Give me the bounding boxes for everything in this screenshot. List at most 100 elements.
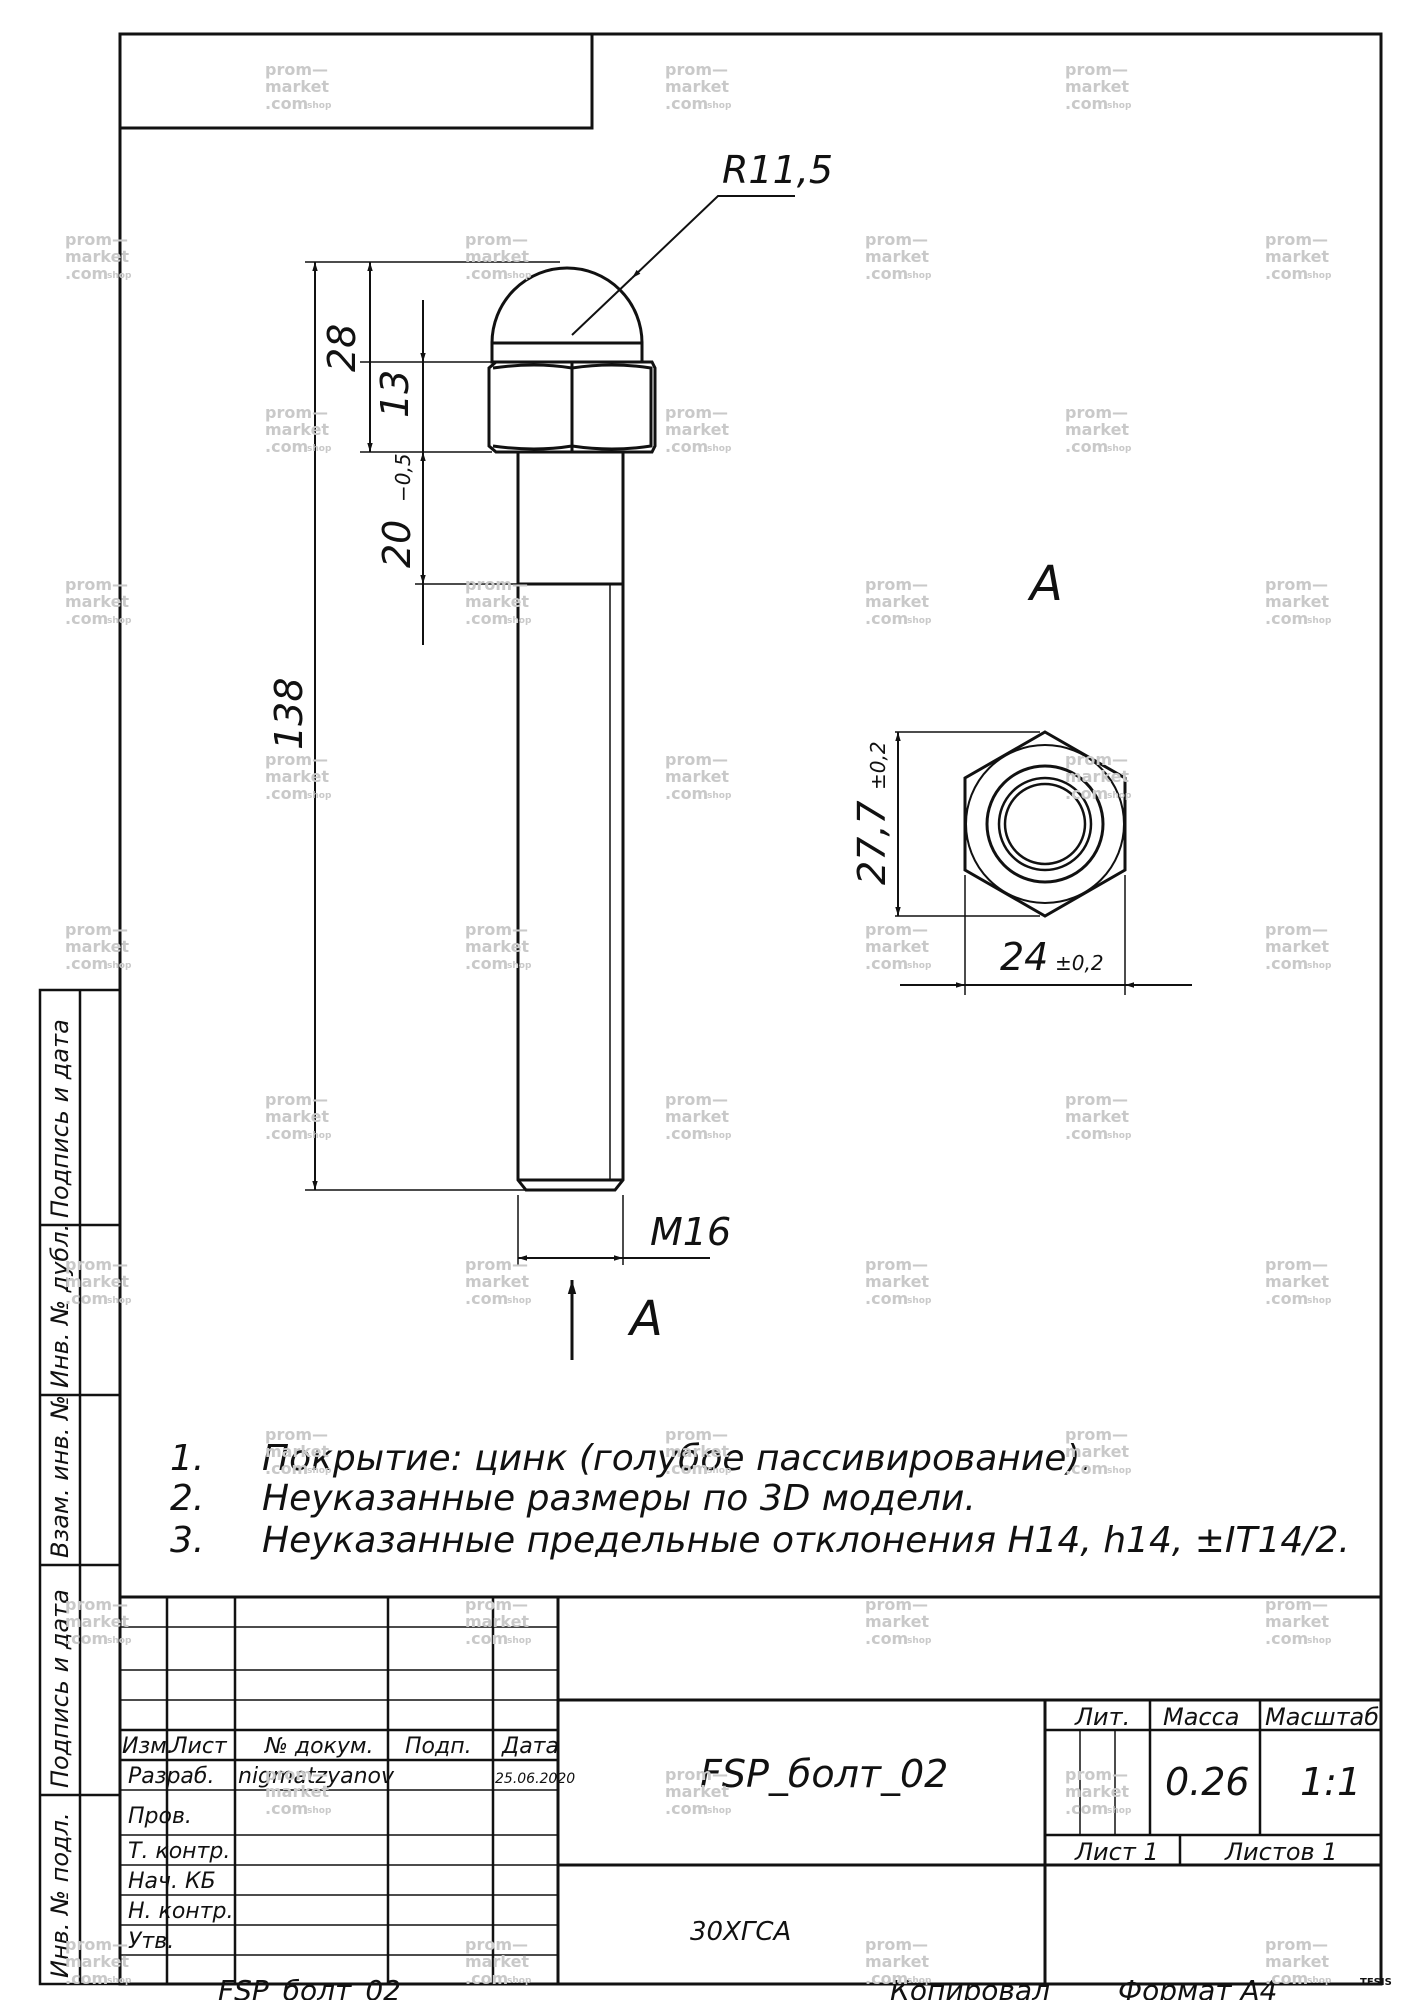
watermark-text: prom— <box>865 230 928 249</box>
view-label: A <box>1027 556 1063 612</box>
watermark-suffix: shop <box>507 1976 532 1986</box>
watermark-suffix: shop <box>1107 1131 1132 1141</box>
watermark-text: .com <box>65 609 108 628</box>
watermark-text: prom— <box>1265 920 1328 939</box>
watermark-layer: prom—market.comshopprom—market.comshoppr… <box>65 60 1332 1988</box>
watermark-text: prom— <box>265 750 328 769</box>
thread-outer-circle <box>997 776 1093 872</box>
watermark-text: prom— <box>665 1425 728 1444</box>
sheet-frame <box>118 32 1383 1986</box>
dim-28: 28 <box>320 324 364 372</box>
watermark-suffix: shop <box>707 101 732 111</box>
watermark-text: prom— <box>1265 230 1328 249</box>
watermark-suffix: shop <box>1107 1466 1132 1476</box>
watermark-text: market <box>665 767 729 786</box>
watermark-text: .com <box>1265 1289 1308 1308</box>
watermark-text: .com <box>65 1289 108 1308</box>
watermark-text: market <box>865 247 929 266</box>
watermark-text: .com <box>265 1459 308 1478</box>
watermark-text: .com <box>665 1124 708 1143</box>
watermark-text: market <box>65 592 129 611</box>
watermark-suffix: shop <box>1107 1806 1132 1816</box>
watermark-text: market <box>1065 767 1129 786</box>
watermark-text: market <box>865 1952 929 1971</box>
watermark-suffix: shop <box>1107 444 1132 454</box>
watermark-text: market <box>265 1782 329 1801</box>
footer: FSP_болт_02 Копировал Формат А4 TESIS <box>218 1974 1392 2000</box>
watermark-text: .com <box>1265 609 1308 628</box>
dim-24-tol: ±0,2 <box>1055 951 1104 975</box>
watermark-text: .com <box>665 1459 708 1478</box>
cap-dome <box>490 266 644 344</box>
watermark-text: prom— <box>265 1765 328 1784</box>
watermark-suffix: shop <box>107 961 132 971</box>
watermark-text: .com <box>265 784 308 803</box>
view-a-dimensions <box>895 731 1192 995</box>
watermark-suffix: shop <box>507 1296 532 1306</box>
note-1-number: 1. <box>170 1438 204 1479</box>
side-label-sign-date-2: Подпись и дата <box>46 1589 74 1788</box>
watermark-suffix: shop <box>107 1976 132 1986</box>
watermark-text: prom— <box>465 1935 528 1954</box>
watermark-text: .com <box>1065 1124 1108 1143</box>
row-t-kontr: Т. контр. <box>128 1839 230 1864</box>
watermark-text: market <box>1265 592 1329 611</box>
watermark-text: prom— <box>265 60 328 79</box>
watermark-suffix: shop <box>907 616 932 626</box>
watermark-text: .com <box>265 1124 308 1143</box>
watermark-suffix: shop <box>507 271 532 281</box>
watermark-text: .com <box>465 264 508 283</box>
extension-lines <box>305 261 624 1265</box>
watermark-text: market <box>865 1612 929 1631</box>
watermark-text: prom— <box>65 230 128 249</box>
watermark-suffix: shop <box>307 1466 332 1476</box>
watermark-text: market <box>665 1107 729 1126</box>
watermark-text: .com <box>865 264 908 283</box>
watermark-text: .com <box>865 954 908 973</box>
watermark-suffix: shop <box>107 271 132 281</box>
cap-washer <box>490 341 644 364</box>
watermark-text: prom— <box>665 60 728 79</box>
watermark-text: .com <box>465 1289 508 1308</box>
dim-27-7: 27,7 <box>850 800 894 885</box>
watermark-suffix: shop <box>307 1806 332 1816</box>
watermark-text: market <box>65 1952 129 1971</box>
thread-inner-circle <box>1003 782 1087 866</box>
watermark-text: .com <box>1265 1969 1308 1988</box>
watermark-text: market <box>865 592 929 611</box>
watermark-text: market <box>265 767 329 786</box>
watermark-text: market <box>1265 1612 1329 1631</box>
watermark-text: prom— <box>1265 1595 1328 1614</box>
side-label-inv-dubl: Инв. № дубл. <box>46 1224 74 1388</box>
watermark-text: .com <box>865 1289 908 1308</box>
header-date: Дата <box>501 1734 559 1759</box>
watermark-text: prom— <box>65 575 128 594</box>
footer-brand: TESIS <box>1360 1977 1392 1988</box>
watermark-text: market <box>65 937 129 956</box>
watermark-text: prom— <box>465 230 528 249</box>
dim-20: 20 <box>375 520 419 568</box>
watermark-text: market <box>65 1612 129 1631</box>
developer-name: nigmatzyanov <box>238 1764 395 1789</box>
note-2-number: 2. <box>170 1478 204 1519</box>
dim-20-tol: −0,5 <box>391 453 415 502</box>
watermark-text: market <box>1065 420 1129 439</box>
dimension-texts: R11,5 28 13 20 −0,5 138 M16 27,7 ±0,2 24… <box>267 148 1104 1347</box>
note-3-number: 3. <box>170 1520 204 1561</box>
arrow-label: A <box>627 1291 663 1347</box>
footer-designation: FSP_болт_02 <box>218 1974 401 2000</box>
header-izm: Изм. <box>122 1734 174 1759</box>
